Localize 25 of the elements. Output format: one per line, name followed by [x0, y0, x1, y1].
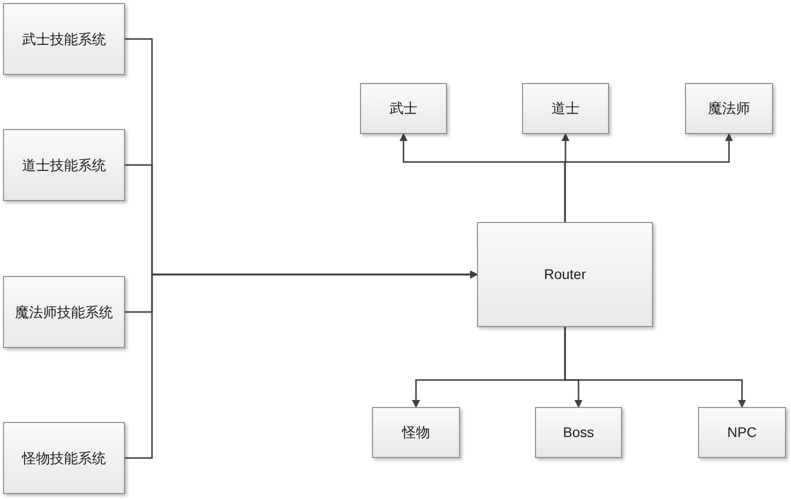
process-box	[3, 129, 125, 201]
box-label: 怪物技能系统	[22, 448, 106, 468]
process-box	[535, 407, 622, 458]
process-box	[522, 83, 609, 134]
box-label: Boss	[562, 423, 594, 442]
box-label: 怪物	[402, 423, 430, 442]
connector-arrow	[564, 133, 733, 222]
process-box	[372, 407, 460, 458]
process-box	[3, 422, 125, 494]
process-box	[3, 276, 125, 348]
box-label: NPC	[727, 423, 757, 442]
process-box	[685, 83, 773, 134]
process-box	[477, 222, 653, 327]
box-label: 魔法师	[708, 99, 750, 118]
connector-arrow	[125, 270, 478, 459]
box-label: Router	[544, 265, 586, 284]
box-label: 武士技能系统	[22, 30, 106, 48]
box-label: 道士	[552, 99, 580, 118]
box-label: 道士技能系统	[22, 156, 106, 174]
process-box	[3, 3, 125, 75]
connector-arrow	[564, 327, 746, 408]
box-label: 武士	[390, 99, 418, 118]
process-box	[698, 407, 786, 458]
box-label: 魔法师技能系统	[15, 302, 113, 322]
process-box	[360, 83, 447, 134]
